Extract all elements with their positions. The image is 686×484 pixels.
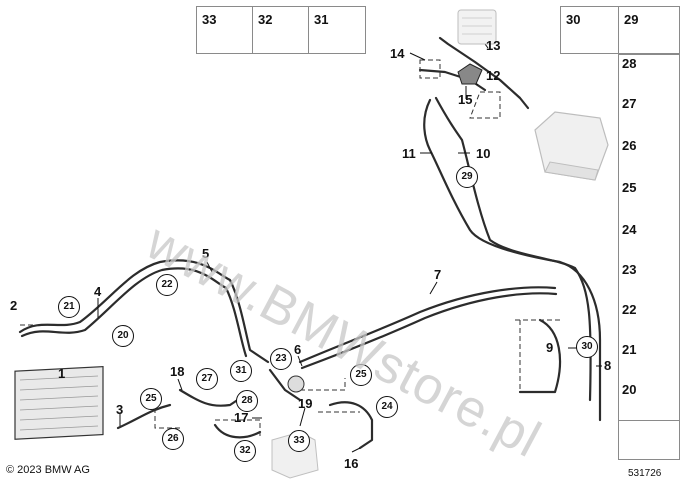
- panel-divider: [252, 6, 253, 54]
- callout-3: 3: [116, 402, 124, 417]
- callout-8: 8: [604, 358, 612, 373]
- circled-callout-32: 32: [234, 440, 256, 462]
- part-number-26: 26: [622, 138, 637, 153]
- pipe-lines: [18, 36, 602, 450]
- diagram-reference-number: 531726: [628, 468, 662, 479]
- callout-16: 16: [344, 456, 359, 471]
- part-number-24: 24: [622, 222, 637, 237]
- part-number-27: 27: [622, 96, 637, 111]
- circled-callout-22: 22: [156, 274, 178, 296]
- callout-7: 7: [434, 267, 442, 282]
- callout-15: 15: [458, 92, 473, 107]
- callout-10: 10: [476, 146, 491, 161]
- circled-callout-28: 28: [236, 390, 258, 412]
- circled-callout-21: 21: [58, 296, 80, 318]
- callout-4: 4: [94, 284, 102, 299]
- callout-13: 13: [486, 38, 501, 53]
- callout-11: 11: [402, 146, 416, 161]
- part-number-33: 33: [202, 12, 217, 27]
- circled-callout-26: 26: [162, 428, 184, 450]
- circled-callout-25b: 25: [350, 364, 372, 386]
- radiator-illustration: [14, 365, 104, 440]
- callout-18: 18: [170, 364, 185, 379]
- pump-illustration: [287, 375, 305, 393]
- panel-divider: [308, 6, 309, 54]
- parts-panel-top: [196, 6, 366, 54]
- circled-callout-27: 27: [196, 368, 218, 390]
- circled-callout-31: 31: [230, 360, 252, 382]
- callout-14: 14: [390, 46, 405, 61]
- circled-callout-23: 23: [270, 348, 292, 370]
- part-number-22: 22: [622, 302, 637, 317]
- part-number-29: 29: [624, 12, 639, 27]
- part-number-21: 21: [622, 342, 637, 357]
- parts-panel-right-top: [560, 6, 680, 54]
- callout-6: 6: [294, 342, 302, 357]
- part-number-30: 30: [566, 12, 581, 27]
- circled-callout-30: 30: [576, 336, 598, 358]
- circled-callout-25a: 25: [140, 388, 162, 410]
- circled-callout-29: 29: [456, 166, 478, 188]
- copyright-notice: © 2023 BMW AG: [6, 464, 90, 476]
- callout-5: 5: [202, 246, 210, 261]
- valve-block-illustration: [457, 63, 483, 85]
- panel-divider: [618, 6, 619, 54]
- direction-arrow-box: [618, 420, 680, 460]
- callout-12: 12: [486, 68, 501, 83]
- callout-1: 1: [58, 366, 66, 381]
- callout-9: 9: [546, 340, 554, 355]
- part-number-25: 25: [622, 180, 637, 195]
- callout-2: 2: [10, 298, 18, 313]
- heater-unit-illustration: [457, 9, 497, 45]
- circled-callout-20: 20: [112, 325, 134, 347]
- callout-17: 17: [234, 410, 249, 425]
- part-number-31: 31: [314, 12, 329, 27]
- part-number-32: 32: [258, 12, 273, 27]
- battery-module-illustration: [534, 111, 609, 181]
- circled-callout-33: 33: [288, 430, 310, 452]
- part-number-23: 23: [622, 262, 637, 277]
- part-number-20: 20: [622, 382, 637, 397]
- dashed-reference-lines: [20, 59, 560, 438]
- part-number-28: 28: [622, 56, 637, 71]
- parts-panel-right-column: [618, 54, 680, 460]
- circled-callout-24: 24: [376, 396, 398, 418]
- callout-19: 19: [298, 396, 313, 411]
